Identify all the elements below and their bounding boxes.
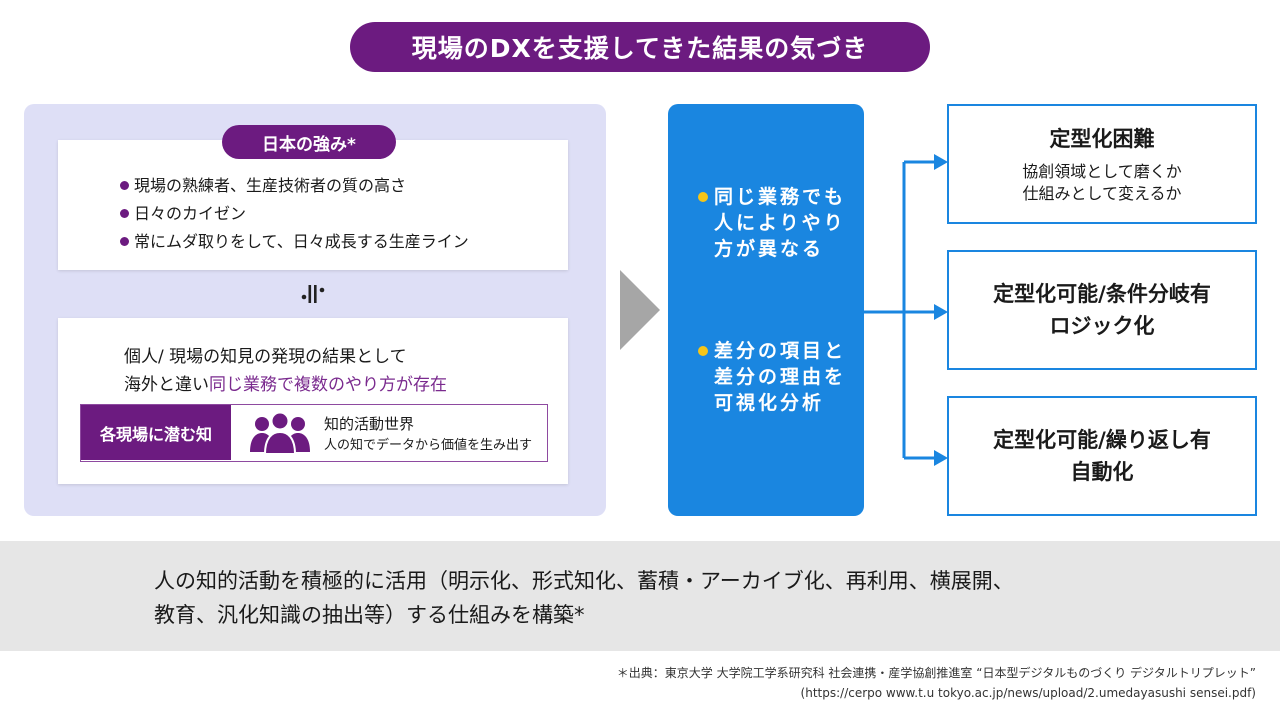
outcome-text: 仕組みとして変えるか xyxy=(1022,184,1182,203)
conclusion-band xyxy=(0,541,1280,651)
analysis-point-2: 差分の項目と差分の理由を可視化分析 xyxy=(698,338,854,416)
analysis-box xyxy=(668,104,864,516)
strengths-list: 現場の熟練者、生産技術者の質の高さ 日々のカイゼン 常にムダ取りをして、日々成長… xyxy=(120,172,469,256)
highlight-text: 同じ業務で複数のやり方が存在 xyxy=(209,375,447,395)
conclusion-text: 人の知的活動を積極的に活用（明示化、形式知化、蓄積・アーカイブ化、再利用、横展開… xyxy=(154,569,1014,593)
list-item: 常にムダ取りをして、日々成長する生産ライン xyxy=(120,228,469,256)
knowledge-text-2: 海外と違い同じ業務で複数のやり方が存在 xyxy=(124,375,447,395)
outcome-title: 定型化困難 xyxy=(1049,127,1155,151)
knowledge-text: 個人/ 現場の知見の発現の結果として xyxy=(124,347,407,367)
activity-subtitle: 人の知でデータから価値を生み出す xyxy=(324,438,533,453)
bullet-dot xyxy=(120,181,129,190)
strengths-box xyxy=(58,140,568,270)
list-item: 日々のカイゼン xyxy=(120,200,469,228)
strengths-tag: 日本の強み* xyxy=(222,125,396,159)
branch-arrows xyxy=(864,154,948,466)
outcome-title: 定型化可能/繰り返し有 xyxy=(993,428,1211,452)
page-title: 現場のDXを支援してきた結果の気づき xyxy=(350,22,930,72)
site-knowledge-label: 各現場に潜む知 xyxy=(81,405,231,460)
source-note: ＊出典：東京大学 大学院工学系研究科 社会連携・産学協創推進室 “日本型デジタル… xyxy=(616,666,1256,680)
outcome-box-2: 定型化可能/条件分岐有 ロジック化 xyxy=(947,250,1257,370)
people-icon xyxy=(250,411,310,454)
analysis-point-1: 同じ業務でも人によりやり方が異なる xyxy=(698,184,854,262)
bullet-dot xyxy=(120,237,129,246)
outcome-box-1: 定型化困難 協創領域として磨くか 仕組みとして変えるか xyxy=(947,104,1257,224)
bullet-dot xyxy=(120,209,129,218)
right-arrow-icon xyxy=(620,270,660,350)
activity-title: 知的活動世界 xyxy=(324,415,415,433)
outcome-title-2: ロジック化 xyxy=(1049,314,1155,338)
outcome-title: 定型化可能/条件分岐有 xyxy=(993,282,1211,306)
yellow-dot-icon xyxy=(698,192,708,202)
list-item: 現場の熟練者、生産技術者の質の高さ xyxy=(120,172,469,200)
yellow-dot-icon xyxy=(698,346,708,356)
source-url: (https://cerpo www.t.u tokyo.ac.jp/news/… xyxy=(800,686,1256,700)
outcome-box-3: 定型化可能/繰り返し有 自動化 xyxy=(947,396,1257,516)
outcome-text: 協創領域として磨くか xyxy=(1022,162,1182,181)
not-equal-icon xyxy=(301,285,325,303)
outcome-title-2: 自動化 xyxy=(1070,460,1134,484)
conclusion-text-2: 教育、汎化知識の抽出等）する仕組みを構築* xyxy=(154,603,585,627)
